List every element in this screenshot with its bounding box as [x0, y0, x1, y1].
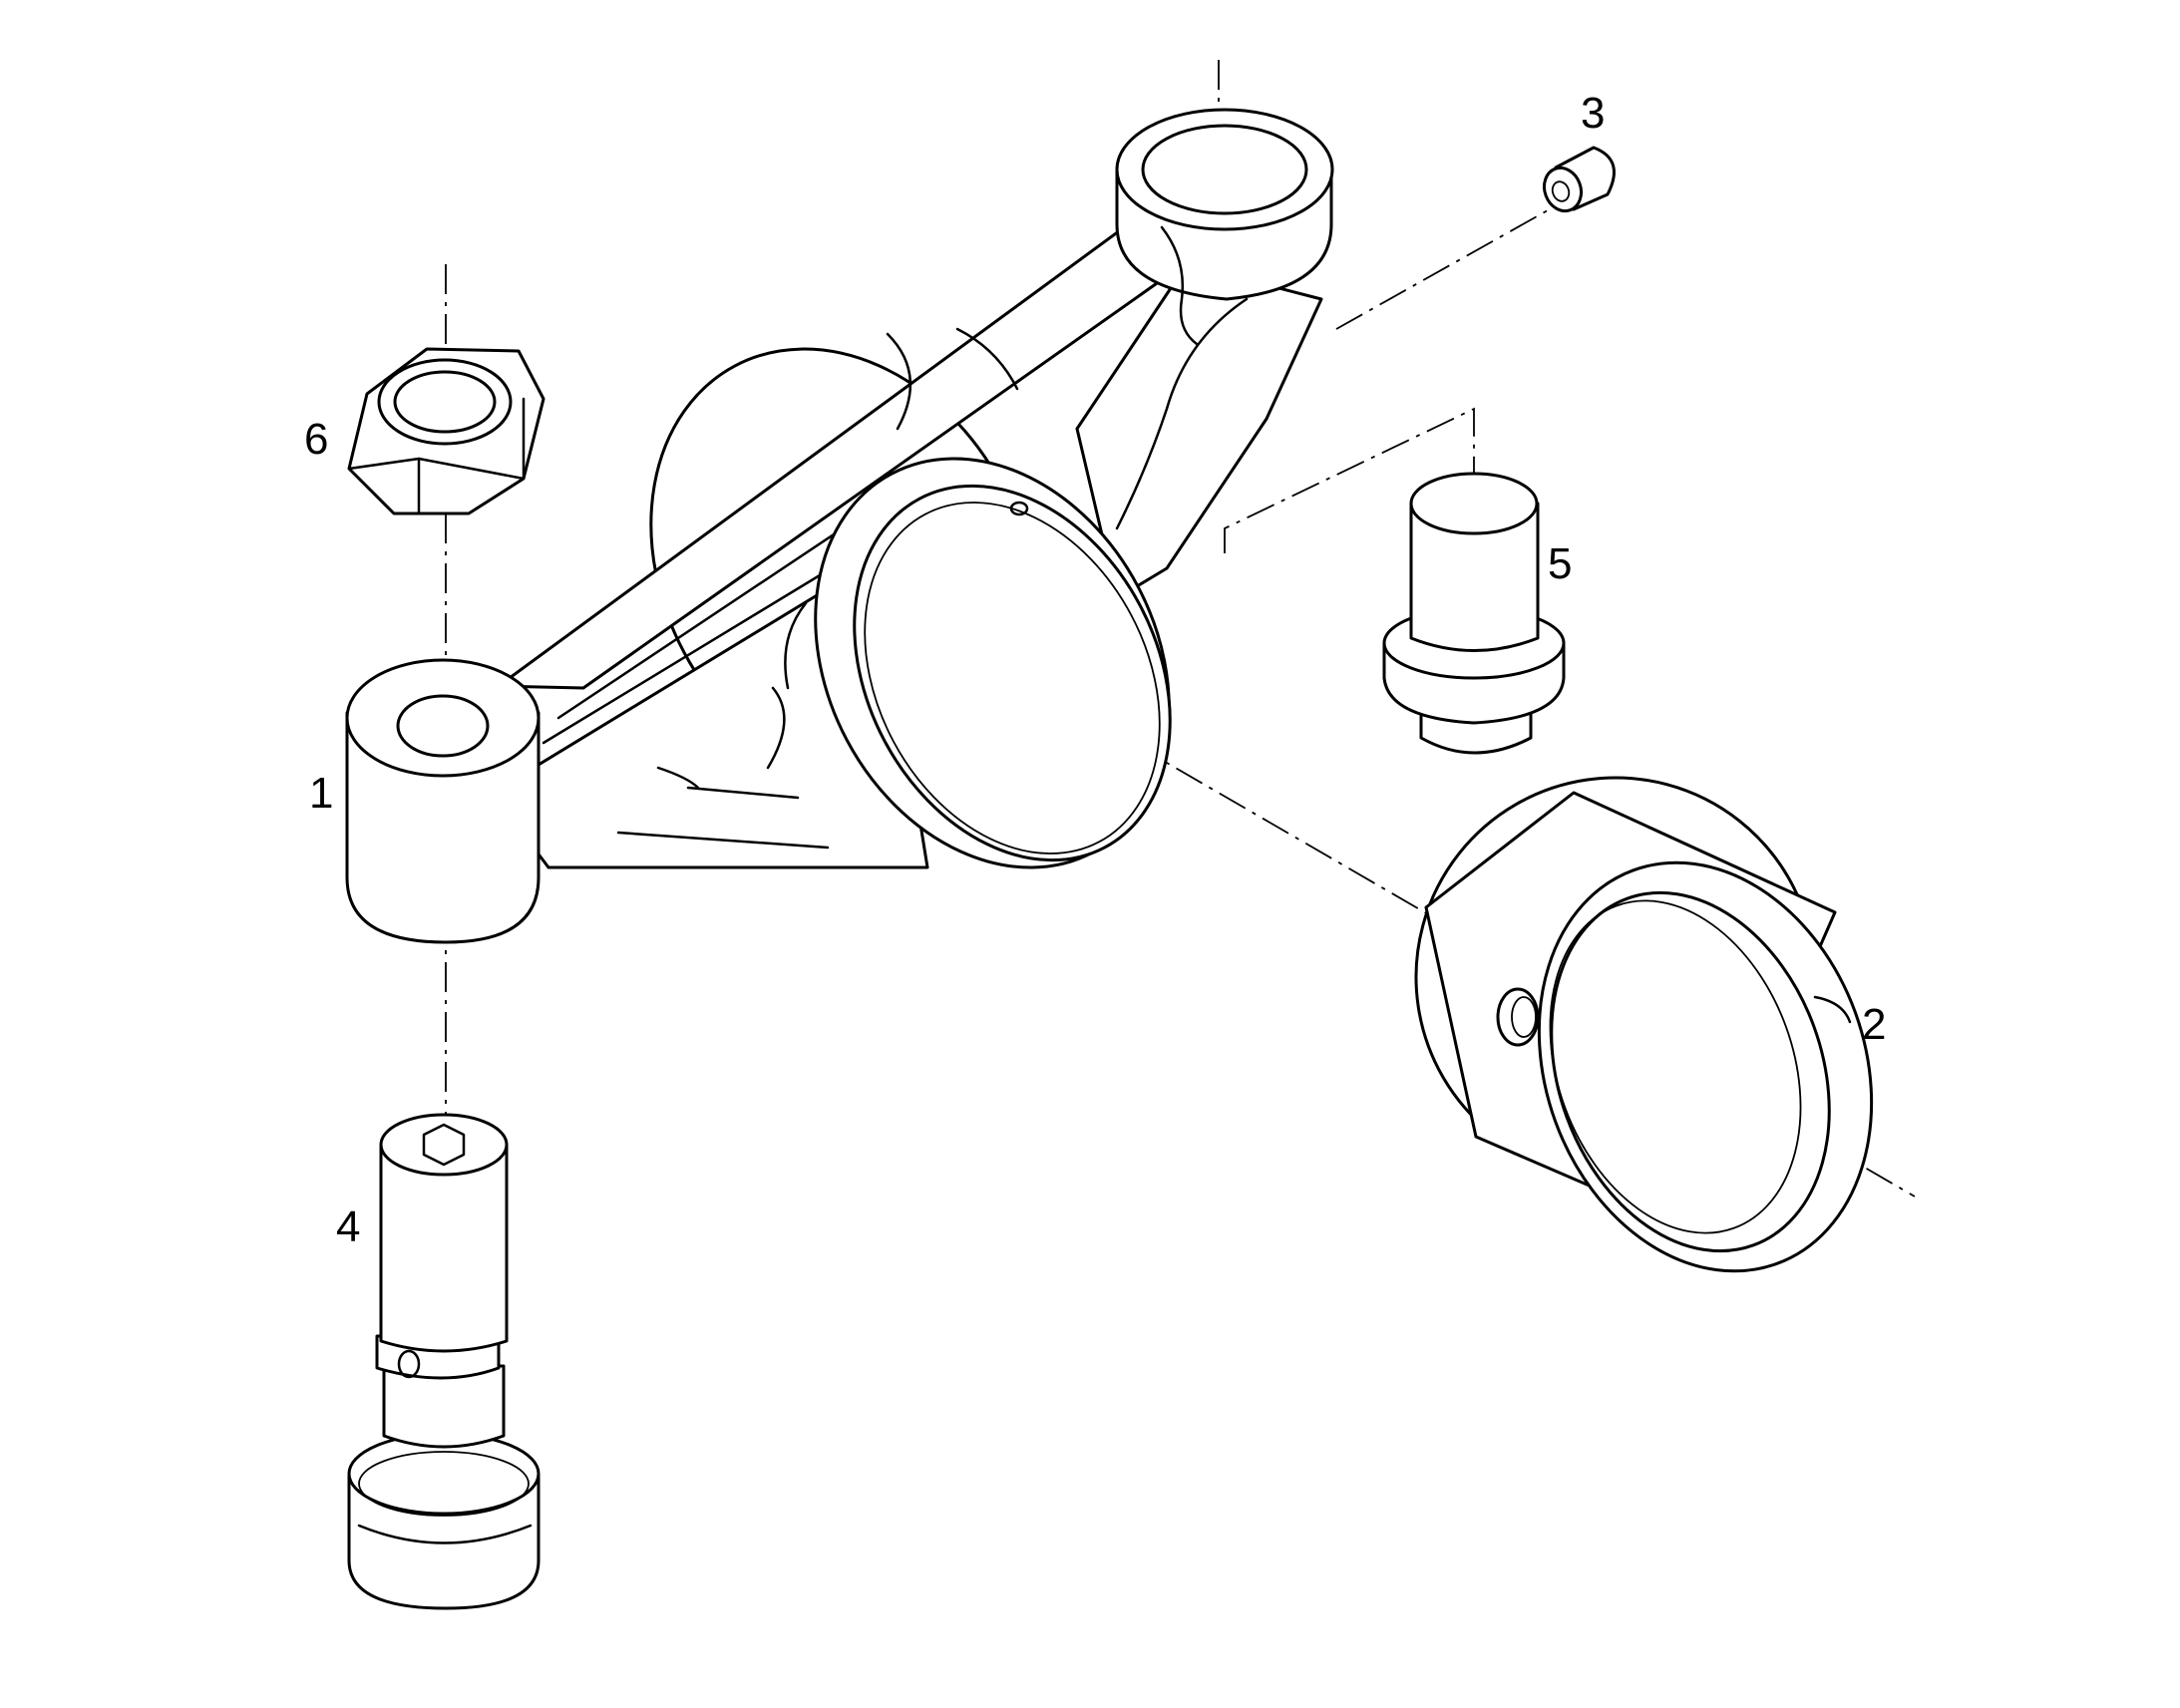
callout-1: 1: [309, 769, 333, 818]
callout-labels: 1 2 3 4 5 6: [304, 89, 1886, 1251]
hex-nut-icon[interactable]: [347, 347, 545, 515]
rocker-arm-icon[interactable]: [345, 108, 1334, 944]
callout-5: 5: [1548, 539, 1572, 588]
plug-icon[interactable]: [1539, 146, 1616, 216]
adjusting-screw-icon[interactable]: [347, 1113, 541, 1610]
pin-icon[interactable]: [1382, 472, 1566, 755]
callout-4: 4: [336, 1202, 360, 1251]
bushing-icon[interactable]: [1343, 705, 1927, 1318]
callout-2: 2: [1862, 1000, 1886, 1049]
callout-3: 3: [1581, 89, 1605, 138]
callout-6: 6: [304, 415, 328, 464]
